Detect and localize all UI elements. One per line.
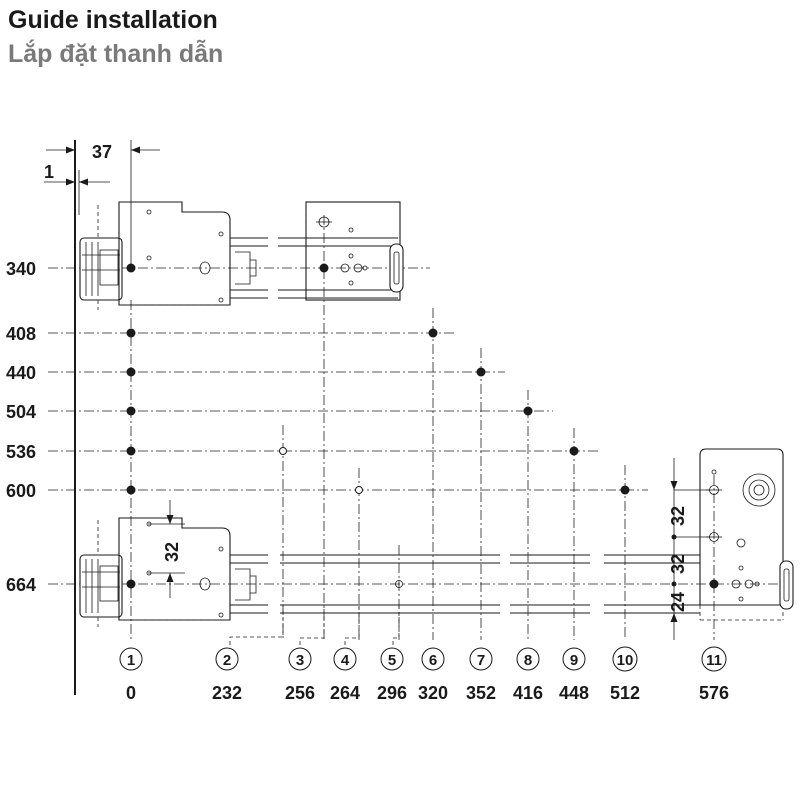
column-position-0: 0 <box>126 683 136 703</box>
row-label-440: 440 <box>6 363 36 383</box>
column-callout-8: 8 416 <box>513 647 543 703</box>
dimension-1: 1 <box>44 162 110 215</box>
fixing-point <box>126 485 136 495</box>
svg-text:5: 5 <box>388 652 396 669</box>
column-position-264: 264 <box>330 683 360 703</box>
fixing-point <box>126 328 136 338</box>
svg-text:10: 10 <box>617 652 634 669</box>
top-runner-front-bracket <box>79 205 123 310</box>
fixing-point <box>620 485 630 495</box>
row-label-600: 600 <box>6 481 36 501</box>
fixing-point <box>126 263 136 273</box>
svg-text:7: 7 <box>477 652 485 669</box>
svg-text:9: 9 <box>570 652 578 669</box>
page-subtitle: Lắp đặt thanh dẫn <box>8 40 224 68</box>
column-callout-1: 1 0 <box>119 647 143 703</box>
fixing-point <box>523 406 533 416</box>
fixing-point-open <box>279 447 287 455</box>
fixing-point <box>428 328 438 338</box>
fixing-point <box>126 446 136 456</box>
column-callout-7: 7 352 <box>466 647 496 703</box>
fixing-point <box>126 579 136 589</box>
column-centerlines <box>130 215 715 640</box>
dimension-37: 37 <box>46 140 160 265</box>
top-runner-plate <box>118 201 231 306</box>
column-callout-10: 10 512 <box>610 646 640 703</box>
dimension-32-right-lower-label: 32 <box>668 554 688 574</box>
bottom-runner-plate <box>118 517 231 621</box>
dimension-1-label: 1 <box>44 162 54 182</box>
column-callout-2: 2 232 <box>212 647 242 703</box>
dimension-32-left-label: 32 <box>162 542 182 562</box>
fixing-point <box>709 579 719 589</box>
column-callout-9: 9 448 <box>559 647 589 703</box>
svg-text:6: 6 <box>429 652 437 669</box>
svg-text:4: 4 <box>341 652 350 669</box>
rear-bracket <box>699 448 794 621</box>
bottom-runner-rail <box>230 554 700 614</box>
row-labels: 340 408 440 504 536 600 664 <box>6 259 36 595</box>
dimension-32-left: 32 <box>148 500 185 598</box>
bottom-runner-front-bracket <box>79 520 123 627</box>
column-callout-5: 5 296 <box>377 647 407 703</box>
column-callout-4: 4 264 <box>330 647 360 703</box>
fixing-point <box>126 406 136 416</box>
svg-text:8: 8 <box>524 652 532 669</box>
dimension-stack-right: 32 32 24 <box>668 458 710 640</box>
column-position-352: 352 <box>466 683 496 703</box>
column-callouts: 1 0 2 232 3 256 4 264 5 296 6 320 <box>119 646 729 703</box>
row-label-340: 340 <box>6 259 36 279</box>
fixing-point <box>319 263 329 273</box>
top-runner-rail <box>230 201 404 301</box>
row-label-664: 664 <box>6 575 36 595</box>
svg-text:1: 1 <box>127 652 135 669</box>
column-callout-11: 11 576 <box>699 646 729 703</box>
column-position-232: 232 <box>212 683 242 703</box>
svg-text:3: 3 <box>296 652 304 669</box>
column-position-576: 576 <box>699 683 729 703</box>
column-callout-3: 3 256 <box>285 647 315 703</box>
column-position-320: 320 <box>418 683 448 703</box>
dimension-37-label: 37 <box>92 142 112 162</box>
row-label-504: 504 <box>6 402 36 422</box>
column-position-256: 256 <box>285 683 315 703</box>
page-title: Guide installation <box>8 6 218 34</box>
fixing-point <box>126 367 136 377</box>
svg-text:2: 2 <box>223 652 231 669</box>
fixing-point-open <box>355 486 363 494</box>
column-position-448: 448 <box>559 683 589 703</box>
dimension-32-right-upper-label: 32 <box>668 506 688 526</box>
fixing-points <box>126 263 719 589</box>
fixing-point <box>569 446 579 456</box>
row-label-408: 408 <box>6 324 36 344</box>
callout-leaders <box>229 605 400 645</box>
row-label-536: 536 <box>6 442 36 462</box>
column-callout-6: 6 320 <box>418 647 448 703</box>
column-position-512: 512 <box>610 683 640 703</box>
dimension-24-label: 24 <box>668 592 688 612</box>
svg-text:11: 11 <box>706 652 722 669</box>
column-position-296: 296 <box>377 683 407 703</box>
fixing-point <box>476 367 486 377</box>
column-position-416: 416 <box>513 683 543 703</box>
